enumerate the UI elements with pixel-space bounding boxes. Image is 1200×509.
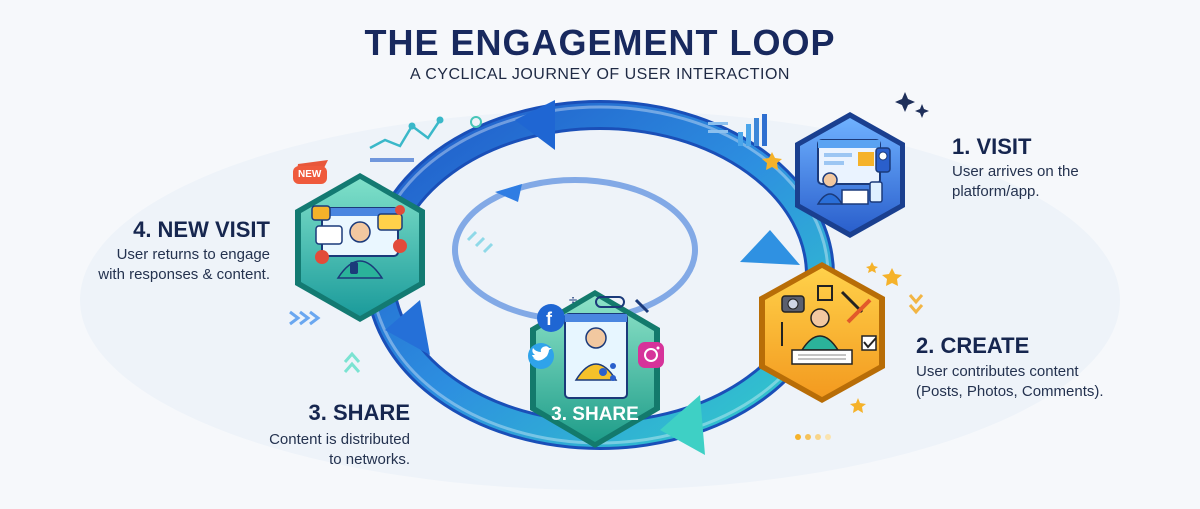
create-hexagon bbox=[759, 262, 885, 403]
step-share-title: 3. SHARE bbox=[308, 400, 410, 425]
new-visit-hexagon bbox=[293, 160, 425, 322]
arrowhead-left bbox=[385, 300, 430, 355]
instagram-icon bbox=[638, 342, 664, 368]
step-share-desc-line: Content is distributed bbox=[269, 431, 410, 448]
step-visit-desc-line: User arrives on the bbox=[952, 163, 1079, 180]
arrowhead-right bbox=[740, 230, 800, 265]
share-hexagon-label: 3. SHARE bbox=[551, 404, 639, 425]
step-new-visit-desc: User returns to engage with responses & … bbox=[60, 245, 270, 285]
decor-bar-chart-icon bbox=[708, 114, 767, 146]
step-share-desc: Content is distributed to networks. bbox=[218, 430, 410, 470]
visit-hexagon bbox=[795, 112, 905, 238]
twitter-icon bbox=[528, 343, 554, 369]
browser-user-icon bbox=[816, 139, 891, 205]
arrowhead-top bbox=[515, 100, 555, 150]
notification-user-icon bbox=[311, 205, 407, 279]
svg-text:f: f bbox=[546, 309, 553, 329]
step-create-desc-line: User contributes content bbox=[916, 363, 1079, 380]
creator-desk-icon bbox=[781, 285, 877, 365]
step-visit-title: 1. VISIT bbox=[952, 134, 1032, 159]
step-create-desc: User contributes content (Posts, Photos,… bbox=[916, 362, 1104, 402]
page-title: THE ENGAGEMENT LOOP bbox=[364, 22, 836, 63]
step-create-title: 2. CREATE bbox=[916, 333, 1030, 358]
new-badge-label: NEW bbox=[298, 169, 322, 180]
step-new-visit-desc-line: with responses & content. bbox=[98, 266, 270, 283]
arrowhead-bottom bbox=[660, 395, 705, 455]
decor-chevrons bbox=[289, 230, 924, 373]
facebook-icon: f bbox=[537, 304, 565, 332]
step-new-visit-title: 4. NEW VISIT bbox=[133, 217, 270, 242]
new-badge bbox=[293, 160, 328, 184]
social-share-icon: ÷ bbox=[564, 293, 650, 399]
share-hexagon: ÷ f bbox=[528, 290, 664, 448]
step-share-desc-line: to networks. bbox=[329, 451, 410, 468]
decor-line-chart-icon bbox=[369, 116, 482, 162]
page-subtitle: A CYCLICAL JOURNEY OF USER INTERACTION bbox=[410, 66, 790, 83]
decor-sparkles bbox=[762, 92, 929, 440]
loop-arrowheads bbox=[385, 100, 800, 455]
step-new-visit-desc-line: User returns to engage bbox=[116, 246, 270, 263]
arrowhead-inner bbox=[495, 184, 522, 202]
step-visit-desc: User arrives on the platform/app. bbox=[952, 162, 1079, 202]
step-visit-desc-line: platform/app. bbox=[952, 183, 1040, 200]
step-create-desc-line: (Posts, Photos, Comments). bbox=[916, 383, 1104, 400]
svg-text:÷: ÷ bbox=[568, 293, 578, 307]
